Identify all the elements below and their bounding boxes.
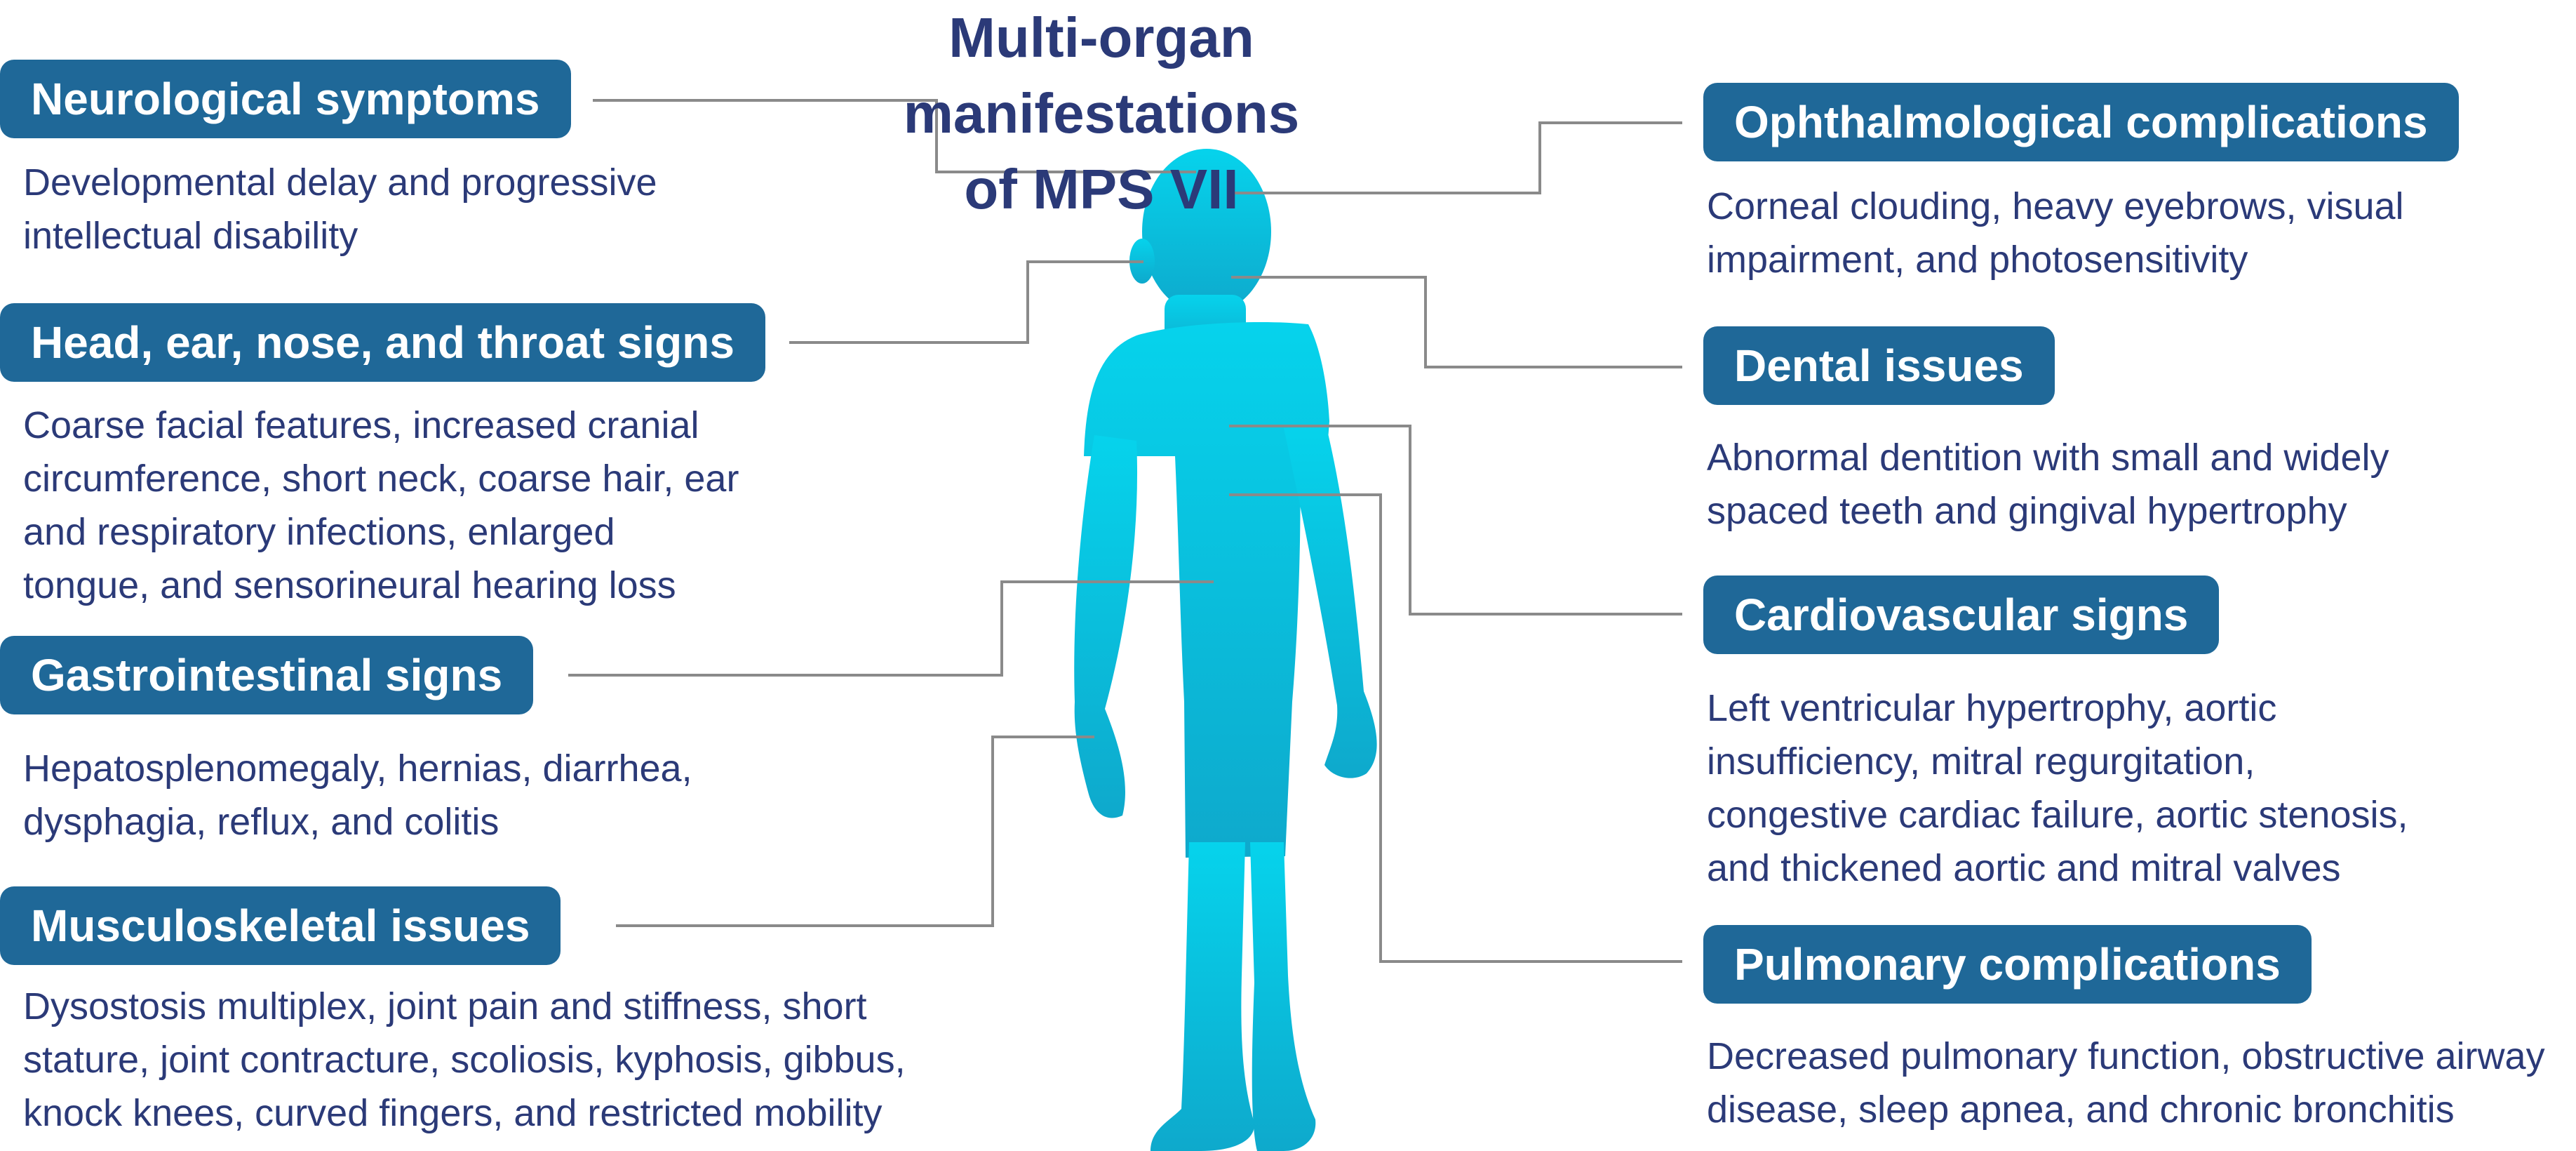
label-musculoskeletal: Musculoskeletal issues [0,886,561,965]
desc-line: intellectual disability [23,215,358,257]
silhouette-head [1142,149,1271,314]
desc-line: insufficiency, mitral regurgitation, [1707,740,2255,783]
desc-line: disease, sleep apnea, and chronic bronch… [1707,1089,2455,1131]
desc-line: Hepatosplenomegaly, hernias, diarrhea, [23,747,692,790]
connector-head-ent [789,260,1143,344]
desc-dental: Abnormal dentition with small and widely… [1707,431,2389,538]
desc-line: Developmental delay and progressive [23,161,657,204]
silhouette-left-leg [1151,842,1255,1151]
label-head-ear-nose-throat: Head, ear, nose, and throat signs [0,303,765,382]
connector-cardiovascular [1229,425,1682,616]
desc-pulmonary: Decreased pulmonary function, obstructiv… [1707,1030,2545,1136]
desc-line: tongue, and sensorineural hearing loss [23,564,676,606]
label-neurological: Neurological symptoms [0,60,571,138]
connector-neurological [593,99,1196,173]
label-dental: Dental issues [1703,326,2055,405]
diagram-title: Multi-organ manifestations of MPS VII [751,0,1452,227]
title-line-1: Multi-organ manifestations [903,6,1300,145]
desc-line: knock knees, curved fingers, and restric… [23,1092,883,1134]
desc-neurological: Developmental delay and progressive inte… [23,156,657,262]
label-ophthalmological: Ophthalmological complications [1703,83,2459,161]
title-line-2: of MPS VII [964,158,1239,220]
connector-musculoskeletal [616,736,1094,927]
silhouette-right-leg [1250,842,1316,1151]
desc-line: Decreased pulmonary function, obstructiv… [1707,1035,2545,1077]
desc-ophthalmological: Corneal clouding, heavy eyebrows, visual… [1707,180,2404,286]
silhouette-torso [1084,321,1329,858]
connector-dental [1231,276,1682,368]
desc-line: and thickened aortic and mitral valves [1707,847,2341,889]
desc-line: congestive cardiac failure, aortic steno… [1707,794,2408,836]
connector-ophthalmological [1228,121,1682,194]
label-cardiovascular: Cardiovascular signs [1703,576,2220,654]
desc-line: spaced teeth and gingival hypertrophy [1707,490,2347,532]
silhouette-left-arm [1074,435,1138,818]
connector-pulmonary [1229,493,1682,963]
desc-line: circumference, short neck, coarse hair, … [23,458,739,500]
desc-line: Left ventricular hypertrophy, aortic [1707,687,2277,729]
desc-line: Coarse facial features, increased crania… [23,404,699,446]
desc-line: and respiratory infections, enlarged [23,511,615,553]
desc-line: impairment, and photosensitivity [1707,239,2248,281]
silhouette-right-arm [1284,425,1377,778]
child-silhouette [1074,149,1377,1151]
label-gastrointestinal: Gastrointestinal signs [0,636,534,714]
desc-line: Abnormal dentition with small and widely [1707,437,2389,479]
desc-line: dysphagia, reflux, and colitis [23,801,499,843]
desc-cardiovascular: Left ventricular hypertrophy, aortic ins… [1707,681,2408,895]
desc-musculoskeletal: Dysostosis multiplex, joint pain and sti… [23,980,906,1140]
label-pulmonary: Pulmonary complications [1703,925,2312,1004]
connector-gastrointestinal [568,580,1214,677]
desc-head-ear-nose-throat: Coarse facial features, increased crania… [23,399,739,612]
desc-line: Corneal clouding, heavy eyebrows, visual [1707,185,2404,227]
desc-line: Dysostosis multiplex, joint pain and sti… [23,985,867,1027]
desc-gastrointestinal: Hepatosplenomegaly, hernias, diarrhea, d… [23,742,692,849]
desc-line: stature, joint contracture, scoliosis, k… [23,1039,906,1081]
connector-lines [568,99,1682,963]
